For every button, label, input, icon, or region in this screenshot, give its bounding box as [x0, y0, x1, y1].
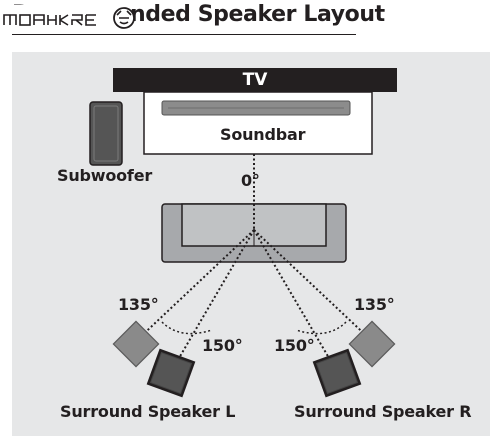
angle-rear-left-label: 135°	[118, 295, 159, 314]
angle-arc-left	[161, 321, 213, 335]
surround-left-label: Surround Speaker L	[60, 402, 236, 421]
surround-right-side-speaker	[312, 348, 362, 398]
angle-arc-right	[295, 321, 347, 335]
surround-left-side-speaker	[146, 348, 196, 398]
surround-right-label: Surround Speaker R	[294, 402, 472, 421]
title-underline	[12, 34, 356, 35]
subwoofer-icon	[89, 101, 123, 166]
angle-side-left-label: 150°	[202, 336, 243, 355]
speaker-layout-diagram: TV Soundbar Subwoofer 0° 135° 150° 135° …	[12, 52, 490, 436]
surround-left-rear-speaker	[112, 320, 160, 368]
surround-right-rear-speaker	[348, 320, 396, 368]
angle-center-label: 0°	[241, 171, 260, 190]
subwoofer-label: Subwoofer	[57, 166, 153, 185]
soundbar-label: Soundbar	[220, 125, 306, 144]
watermark-logo: manualspro	[0, 5, 135, 29]
tv-label: TV	[242, 70, 268, 90]
angle-side-right-label: 150°	[274, 336, 315, 355]
tv-bar	[113, 68, 397, 92]
listening-lines	[134, 177, 374, 371]
angle-rear-right-label: 135°	[354, 295, 395, 314]
